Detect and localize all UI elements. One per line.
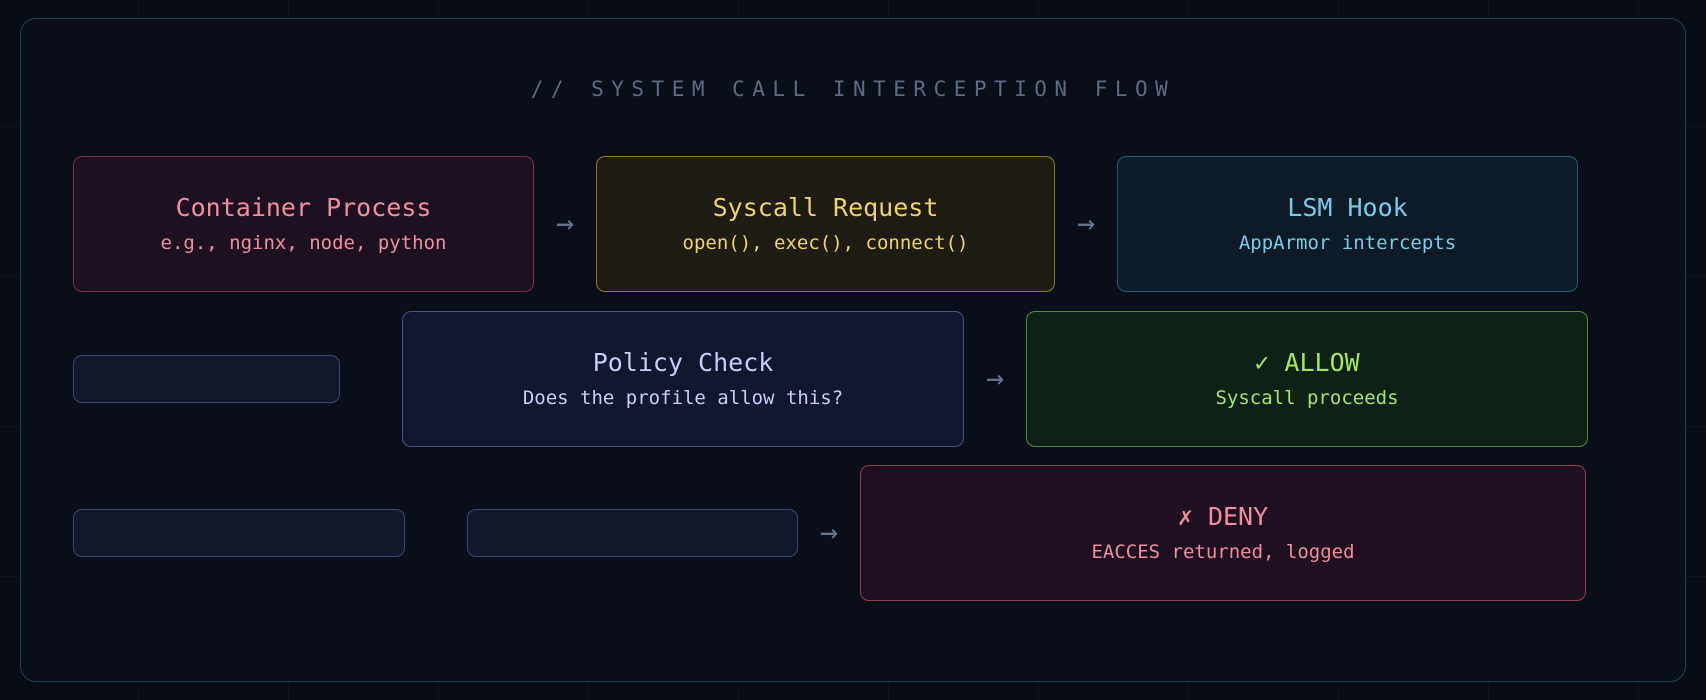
flow-row-2: Policy Check Does the profile allow this… xyxy=(73,309,1635,449)
page-title: // SYSTEM CALL INTERCEPTION FLOW xyxy=(530,77,1176,101)
node-policy-check[interactable]: Policy Check Does the profile allow this… xyxy=(402,311,964,447)
arrow-right-icon: → xyxy=(1076,206,1096,241)
flow-row-3: → ✗ DENY EACCES returned, logged xyxy=(73,463,1635,603)
arrow-right-icon: → xyxy=(555,206,575,241)
node-subtitle: EACCES returned, logged xyxy=(1091,541,1355,564)
node-placeholder-a xyxy=(73,355,340,403)
node-placeholder-b xyxy=(73,509,405,557)
node-title: ✓ ALLOW xyxy=(1254,348,1360,377)
node-allow-result[interactable]: ✓ ALLOW Syscall proceeds xyxy=(1026,311,1588,447)
node-title: Syscall Request xyxy=(712,193,939,222)
node-title: Policy Check xyxy=(592,348,774,377)
node-syscall-request[interactable]: Syscall Request open(), exec(), connect(… xyxy=(596,156,1055,292)
node-placeholder-c xyxy=(467,509,798,557)
node-subtitle: Does the profile allow this? xyxy=(522,387,844,410)
node-subtitle: e.g., nginx, node, python xyxy=(160,232,447,255)
node-lsm-hook[interactable]: LSM Hook AppArmor intercepts xyxy=(1117,156,1578,292)
arrow-right-icon: → xyxy=(819,515,839,550)
node-title: Container Process xyxy=(175,193,432,222)
node-title: ✗ DENY xyxy=(1177,502,1269,531)
node-deny-result[interactable]: ✗ DENY EACCES returned, logged xyxy=(860,465,1586,601)
flow-row-1: Container Process e.g., nginx, node, pyt… xyxy=(73,154,1635,294)
node-subtitle: open(), exec(), connect() xyxy=(682,232,969,255)
node-container-process[interactable]: Container Process e.g., nginx, node, pyt… xyxy=(73,156,534,292)
node-title: LSM Hook xyxy=(1287,193,1408,222)
node-subtitle: AppArmor intercepts xyxy=(1238,232,1457,255)
node-subtitle: Syscall proceeds xyxy=(1215,387,1399,410)
arrow-right-icon: → xyxy=(985,361,1005,396)
diagram-panel: // SYSTEM CALL INTERCEPTION FLOW Contain… xyxy=(20,18,1686,682)
